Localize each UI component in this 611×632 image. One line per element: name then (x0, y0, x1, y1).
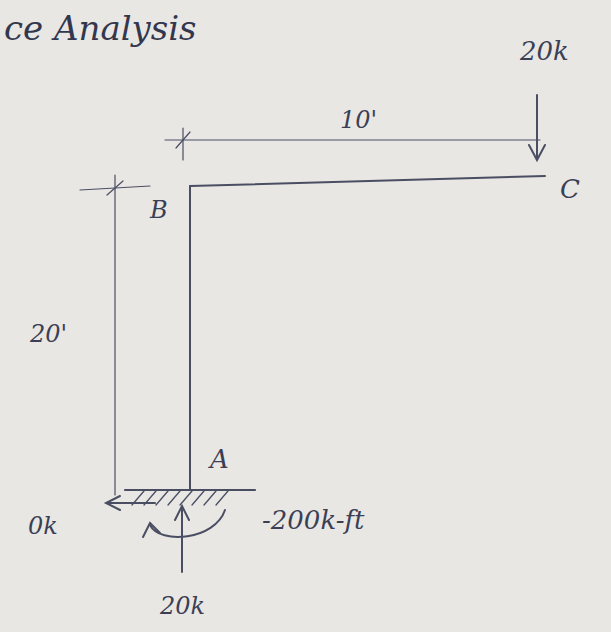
load-arrow (536, 95, 538, 158)
reaction-value: 0k (28, 514, 58, 538)
point-label: A (210, 446, 229, 472)
dimension-line (114, 175, 115, 495)
dimension-text: 10' (340, 108, 377, 132)
beam-line (190, 176, 545, 186)
moment-value: -200k-ft (262, 507, 365, 533)
reaction-value: 20k (160, 594, 205, 618)
point-label: C (560, 176, 580, 202)
dimension-text: 20' (30, 322, 67, 346)
page-title: ce Analysis (4, 8, 197, 48)
point-label: B (150, 198, 168, 222)
load-value: 20k (520, 38, 569, 64)
column-line (189, 186, 191, 490)
reaction-arrow (108, 502, 155, 504)
moment-arc (150, 510, 225, 537)
reaction-arrow (181, 508, 183, 572)
dimension-line (165, 139, 540, 140)
